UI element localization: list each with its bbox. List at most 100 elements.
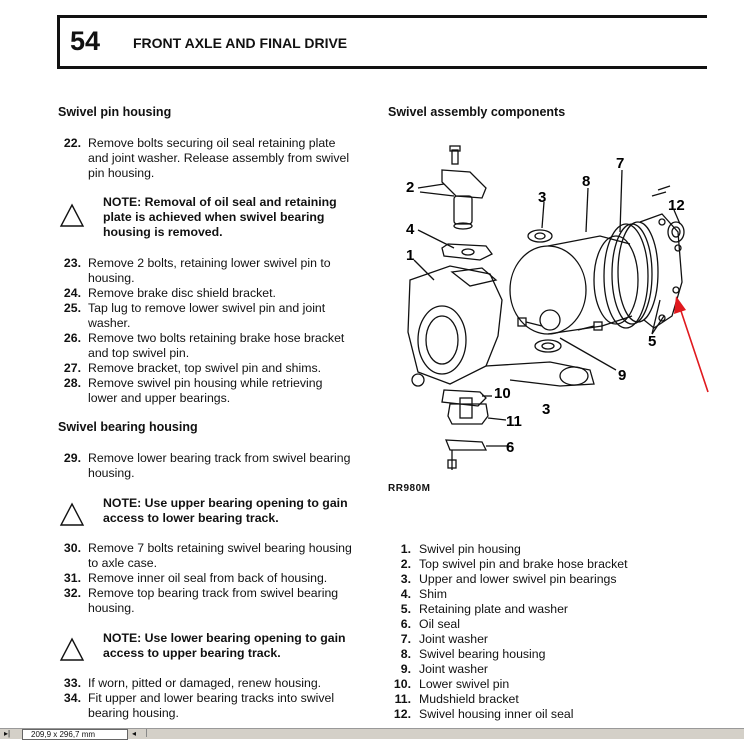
step-line: If worn, pitted or damaged, renew housin… (88, 676, 322, 690)
step-line: Remove 7 bolts retaining swivel bearing … (88, 541, 352, 555)
key-number: 7. (400, 632, 411, 646)
step-number: 29. (63, 451, 81, 465)
callout-5: 5 (648, 333, 656, 350)
step-number: 33. (63, 676, 81, 690)
step-line: Remove lower bearing track from swivel b… (88, 451, 351, 465)
key-number: 4. (400, 587, 411, 601)
scrollbar-left-arrow-icon[interactable]: ◂ (132, 729, 137, 738)
key-number: 1. (400, 542, 411, 556)
step-number: 25. (63, 301, 81, 315)
step-line: Tap lug to remove lower swivel pin and j… (88, 301, 326, 315)
step-line: Remove top bearing track from swivel bea… (88, 586, 339, 600)
step-number: 28. (63, 376, 81, 390)
key-number: 2. (400, 557, 411, 571)
key-number: 11. (394, 692, 411, 706)
step-line: Remove 2 bolts, retaining lower swivel p… (88, 256, 331, 270)
step-line: housing. (88, 466, 135, 480)
callout-7: 8 (582, 173, 590, 190)
note-line: access to lower bearing track. (103, 511, 279, 525)
key-number: 5. (400, 602, 411, 616)
note-line: NOTE: Use upper bearing opening to gain (103, 496, 348, 510)
step-line: washer. (88, 316, 131, 330)
callout-3-top: 3 (538, 189, 546, 206)
page-title: FRONT AXLE AND FINAL DRIVE (133, 35, 348, 51)
note-1: NOTE: Removal of oil seal and retaining … (103, 195, 337, 240)
callout-2: 2 (406, 179, 414, 196)
section-title-swivel-pin-housing: Swivel pin housing (58, 105, 172, 119)
key-label: Swivel bearing housing (419, 647, 546, 661)
note-2: NOTE: Use upper bearing opening to gain … (103, 496, 348, 526)
key-label: Joint washer (419, 632, 489, 646)
step-number: 24. (63, 286, 81, 300)
header-rule-left (57, 15, 60, 68)
step-line: housing. (88, 601, 135, 615)
step-number: 22. (63, 136, 81, 150)
header-rule-bottom (57, 66, 707, 69)
warning-triangle-icon (59, 203, 85, 227)
step-line: and joint washer. Release assembly from … (88, 151, 350, 165)
step-number: 26. (63, 331, 81, 345)
last-page-icon[interactable]: ▸| (4, 729, 11, 738)
section-title-swivel-bearing-housing: Swivel bearing housing (58, 420, 198, 434)
steps-33-34: 33. If worn, pitted or damaged, renew ho… (59, 676, 379, 722)
note-line: NOTE: Removal of oil seal and retaining (103, 195, 337, 209)
callout-3-bottom: 3 (542, 401, 550, 418)
key-number: 9. (400, 662, 411, 676)
key-label: Swivel housing inner oil seal (419, 707, 574, 721)
step-22: 22. Remove bolts securing oil seal retai… (59, 136, 369, 182)
steps-23-28: 23. Remove 2 bolts, retaining lower swiv… (59, 256, 379, 406)
swivel-assembly-diagram: 2 4 1 3 8 7 12 5 9 3 10 11 6 (406, 145, 709, 470)
key-label: Upper and lower swivel pin bearings (419, 572, 617, 586)
step-number: 32. (63, 586, 81, 600)
key-number: 3. (400, 572, 411, 586)
red-arrow-icon (674, 296, 709, 393)
warning-triangle-icon (59, 637, 85, 661)
step-number: 31. (63, 571, 81, 585)
step-line: lower and upper bearings. (88, 391, 231, 405)
status-bar (0, 728, 744, 739)
step-line: housing. (88, 271, 135, 285)
header-rule-top (57, 15, 707, 18)
key-number: 6. (400, 617, 411, 631)
step-number: 30. (63, 541, 81, 555)
step-line: bearing housing. (88, 706, 179, 720)
note-line: housing is removed. (103, 225, 223, 239)
step-number: 34. (63, 691, 81, 705)
step-line: Fit upper and lower bearing tracks into … (88, 691, 335, 705)
step-29: 29. Remove lower bearing track from swiv… (59, 451, 379, 483)
callout-6: 7 (616, 155, 624, 172)
bolt-shape (451, 149, 459, 165)
key-label: Shim (419, 587, 448, 601)
callout-8: 9 (618, 367, 626, 384)
step-line: Remove brake disc shield bracket. (88, 286, 276, 300)
page-size-text: 209,9 x 296,7 mm (31, 730, 96, 739)
step-line: Remove swivel pin housing while retrievi… (88, 376, 323, 390)
key-label: Joint washer (419, 662, 489, 676)
page-size-field[interactable]: 209,9 x 296,7 mm (22, 729, 128, 740)
step-number: 27. (63, 361, 81, 375)
callout-4: 4 (406, 221, 415, 238)
note-line: plate is achieved when swivel bearing (103, 210, 325, 224)
step-number: 23. (63, 256, 81, 270)
callout-12: 12 (668, 197, 685, 214)
scrollbar-thumb[interactable] (146, 729, 167, 737)
step-line: pin housing. (88, 166, 155, 180)
callout-10: 11 (506, 413, 522, 430)
step-line: Remove bolts securing oil seal retaining… (88, 136, 336, 150)
step-line: to axle case. (88, 556, 158, 570)
step-line: Remove inner oil seal from back of housi… (88, 571, 328, 585)
steps-30-32: 30. Remove 7 bolts retaining swivel bear… (59, 541, 379, 617)
callout-1: 1 (406, 247, 414, 264)
key-number: 10. (393, 677, 411, 691)
key-number: 8. (400, 647, 411, 661)
diagram-code: RR980M (388, 483, 431, 494)
diagram-title: Swivel assembly components (388, 105, 566, 119)
callout-9: 10 (494, 385, 511, 402)
key-label: Retaining plate and washer (419, 602, 569, 616)
parts-key-list: 1. Swivel pin housing 2. Top swivel pin … (389, 542, 719, 724)
key-label: Swivel pin housing (419, 542, 521, 556)
step-line: Remove bracket, top swivel pin and shims… (88, 361, 322, 375)
page-number: 54 (70, 26, 101, 56)
step-line: Remove two bolts retaining brake hose br… (88, 331, 345, 345)
key-label: Oil seal (419, 617, 461, 631)
